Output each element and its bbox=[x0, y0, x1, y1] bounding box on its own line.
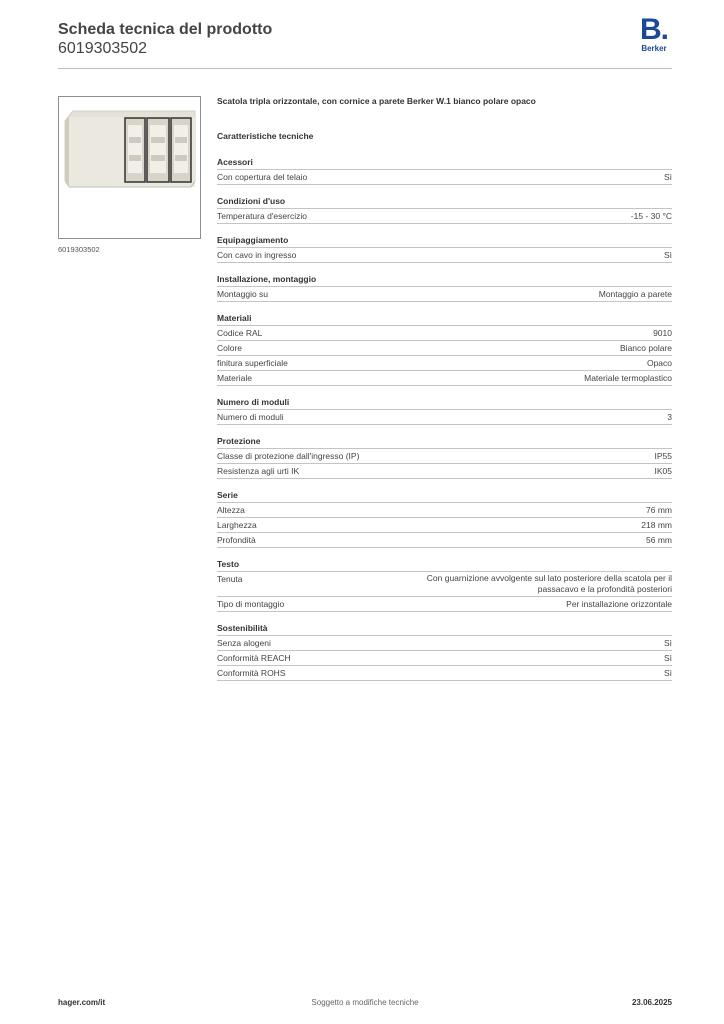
spec-label: Colore bbox=[217, 343, 243, 353]
section-title: Protezione bbox=[217, 435, 672, 449]
spec-label: Montaggio su bbox=[217, 289, 269, 299]
spec-label: Con copertura del telaio bbox=[217, 172, 308, 182]
spec-row: Larghezza 218 mm bbox=[217, 518, 672, 533]
footer-website[interactable]: hager.com/it bbox=[58, 998, 106, 1007]
spec-value: Per installazione orizzontale bbox=[566, 599, 672, 609]
spec-label: Materiale bbox=[217, 373, 252, 383]
spec-value: -15 - 30 °C bbox=[630, 211, 672, 221]
section-title: Serie bbox=[217, 489, 672, 503]
section-title: Installazione, montaggio bbox=[217, 273, 672, 287]
page-title: Scheda tecnica del prodotto bbox=[58, 21, 273, 38]
spec-row: Codice RAL 9010 bbox=[217, 326, 672, 341]
footer-date: 23.06.2025 bbox=[631, 998, 672, 1007]
spec-value: Sì bbox=[663, 653, 672, 663]
section-title: Materiali bbox=[217, 312, 672, 326]
spec-row: Colore Bianco polare bbox=[217, 341, 672, 356]
spec-row: Classe di protezione dall'ingresso (IP) I… bbox=[217, 449, 672, 464]
spec-row: Numero di moduli 3 bbox=[217, 410, 672, 425]
spec-value: Con guarnizione avvolgente sul lato post… bbox=[426, 573, 672, 594]
spec-row: Montaggio su Montaggio a parete bbox=[217, 287, 672, 302]
spec-row: Profondità 56 mm bbox=[217, 533, 672, 548]
berker-logo-text: Berker bbox=[641, 44, 667, 53]
section-title: Sostenibilità bbox=[217, 622, 672, 636]
footer-notice: Soggetto a modifiche tecniche bbox=[311, 998, 419, 1007]
spec-value: Sì bbox=[663, 250, 672, 260]
spec-value: IK05 bbox=[654, 466, 673, 476]
spec-value: 9010 bbox=[653, 328, 672, 338]
image-caption: 6019303502 bbox=[58, 245, 100, 254]
spec-row: Con copertura del telaio Sì bbox=[217, 170, 672, 185]
spec-label: Larghezza bbox=[217, 520, 257, 530]
section-title: Equipaggiamento bbox=[217, 234, 672, 248]
spec-row: Tipo di montaggio Per installazione orizz… bbox=[217, 597, 672, 612]
spec-value: 56 mm bbox=[646, 535, 672, 545]
spec-label: Classe di protezione dall'ingresso (IP) bbox=[217, 451, 360, 461]
section-title: Numero di moduli bbox=[217, 396, 672, 410]
spec-row: Senza alogeni Sì bbox=[217, 636, 672, 651]
spec-label: Conformità ROHS bbox=[217, 668, 286, 678]
section-title: Condizioni d'uso bbox=[217, 195, 672, 209]
spec-label: Con cavo in ingresso bbox=[217, 250, 297, 260]
spec-row: Temperatura d'esercizio -15 - 30 °C bbox=[217, 209, 672, 224]
spec-label: finitura superficiale bbox=[217, 358, 288, 368]
spec-value: Sì bbox=[663, 638, 672, 648]
spec-row: Materiale Materiale termoplastico bbox=[217, 371, 672, 386]
spec-content: Scatola tripla orizzontale, con cornice … bbox=[217, 96, 672, 681]
spec-label: Tenuta bbox=[217, 574, 243, 584]
product-image-drawing bbox=[64, 110, 196, 188]
berker-logo-mark: B. bbox=[640, 13, 669, 46]
spec-label: Senza alogeni bbox=[217, 638, 271, 648]
spec-row: Conformità ROHS Sì bbox=[217, 666, 672, 681]
spec-value: Bianco polare bbox=[620, 343, 672, 353]
spec-row: Con cavo in ingresso Sì bbox=[217, 248, 672, 263]
header-divider bbox=[58, 68, 672, 69]
features-title: Caratteristiche tecniche bbox=[217, 131, 314, 141]
spec-label: Profondità bbox=[217, 535, 256, 545]
product-title: Scatola tripla orizzontale, con cornice … bbox=[217, 96, 536, 106]
spec-value: IP55 bbox=[654, 451, 673, 461]
spec-value: Montaggio a parete bbox=[598, 289, 672, 299]
spec-row: Altezza 76 mm bbox=[217, 503, 672, 518]
product-code: 6019303502 bbox=[58, 40, 147, 57]
page-header: Scheda tecnica del prodotto 6019303502 B… bbox=[58, 15, 674, 70]
spec-label: Altezza bbox=[217, 505, 245, 515]
spec-row: Resistenza agli urti IK IK05 bbox=[217, 464, 672, 479]
spec-label: Numero di moduli bbox=[217, 412, 284, 422]
section-title: Acessori bbox=[217, 156, 672, 170]
spec-value: 76 mm bbox=[646, 505, 672, 515]
spec-value: Opaco bbox=[646, 358, 672, 368]
section-title: Testo bbox=[217, 558, 672, 572]
berker-logo: B. Berker bbox=[634, 13, 674, 54]
spec-row: Conformità REACH Sì bbox=[217, 651, 672, 666]
spec-value: 3 bbox=[667, 412, 672, 422]
spec-value: 218 mm bbox=[641, 520, 672, 530]
spec-label: Temperatura d'esercizio bbox=[217, 211, 307, 221]
spec-label: Tipo di montaggio bbox=[217, 599, 285, 609]
spec-value: Sì bbox=[663, 668, 672, 678]
spec-label: Codice RAL bbox=[217, 328, 263, 338]
spec-value: Materiale termoplastico bbox=[584, 373, 672, 383]
spec-label: Resistenza agli urti IK bbox=[217, 466, 300, 476]
product-image bbox=[58, 96, 201, 239]
spec-row: finitura superficiale Opaco bbox=[217, 356, 672, 371]
spec-row: Tenuta Con guarnizione avvolgente sul lat… bbox=[217, 572, 672, 597]
spec-label: Conformità REACH bbox=[217, 653, 291, 663]
spec-value: Sì bbox=[663, 172, 672, 182]
